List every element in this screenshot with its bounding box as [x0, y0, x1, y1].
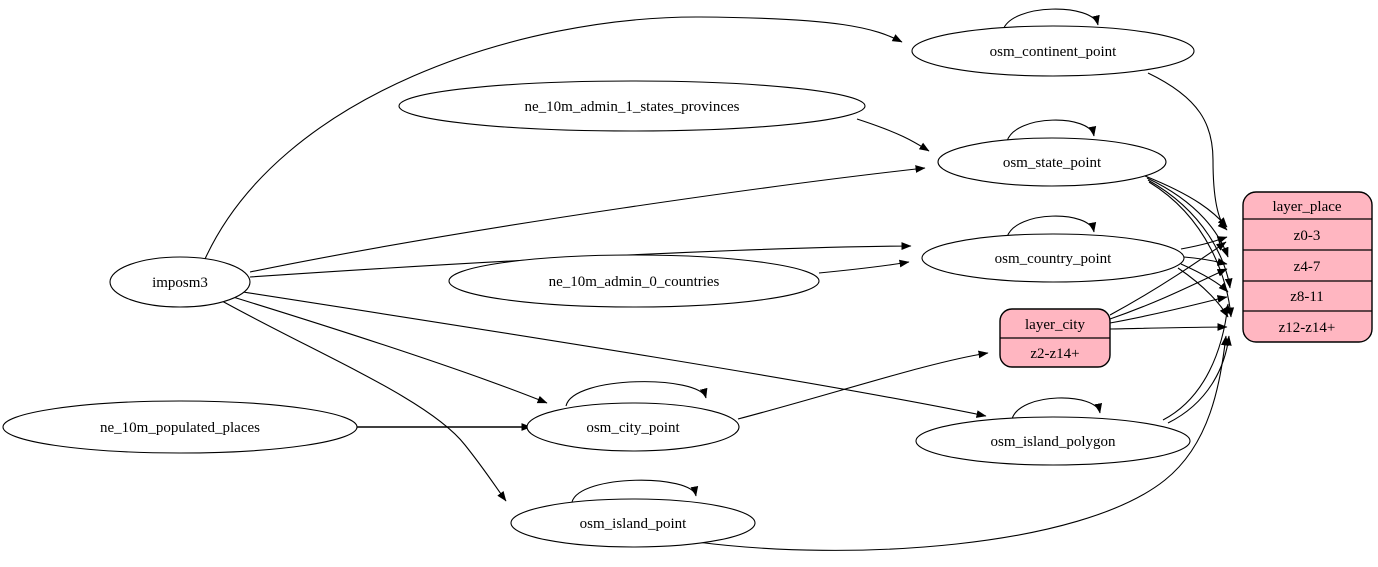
selfloop-osm_city_point — [565, 381, 708, 407]
node-ne_10m_admin_0_countries: ne_10m_admin_0_countries — [448, 254, 820, 308]
osm_city_point-label: osm_city_point — [586, 420, 680, 436]
edge-layer_city-layer_place-z8-11 — [1109, 295, 1228, 324]
imposm3-shape — [109, 256, 251, 308]
layer_city-row-z2-z14: z2-z14+ — [1030, 346, 1079, 362]
edge-layer_city-layer_place-z4-7 — [1109, 268, 1228, 320]
ne_10m_admin_1_states_provinces-label: ne_10m_admin_1_states_provinces — [525, 99, 740, 115]
selfloop-osm_island_polygon — [1011, 397, 1103, 420]
edge-osm_island_polygon-layer_place-z8-11 — [1162, 303, 1231, 421]
node-osm_continent_point: osm_continent_point — [911, 25, 1195, 77]
node-layer_place: layer_place z0-3 z4-7 z8-11 z12-z14+ — [1242, 191, 1373, 343]
edge-osm_country_point-layer_place-z0-3 — [1180, 236, 1228, 250]
selfloop-osm_country_point — [1006, 215, 1097, 238]
edge-imposm3-osm_island_polygon — [242, 291, 987, 418]
edge-osm_island_point-layer_place-z12-z14 — [696, 335, 1229, 551]
edge-osm_country_point-layer_place-z12-z14 — [1177, 267, 1229, 318]
ne_10m_admin_0_countries-shape — [448, 254, 820, 308]
layer_city-title: layer_city — [1025, 317, 1085, 333]
selfloop-osm_continent_point — [1002, 8, 1100, 31]
edge-osm_continent_point-layer_place-z0-3 — [1147, 72, 1228, 231]
edge-ne_10m_admin_1_states_provinces-osm_state_point — [856, 118, 930, 152]
osm_city_point-shape — [526, 402, 740, 452]
node-osm_country_point: osm_country_point — [921, 233, 1185, 283]
edge-imposm3-osm_state_point — [249, 165, 926, 273]
ne_10m_admin_1_states_provinces-shape — [398, 80, 866, 132]
edge-osm_island_polygon-layer_place-z12-z14 — [1167, 335, 1232, 424]
node-imposm3: imposm3 — [109, 256, 251, 308]
layer_place-row-z12-z14: z12-z14+ — [1279, 320, 1336, 336]
edge-osm_state_point-layer_place-z0-3 — [1144, 175, 1228, 228]
ne_10m_admin_0_countries-label: ne_10m_admin_0_countries — [549, 274, 720, 290]
imposm3-label: imposm3 — [152, 275, 208, 291]
edges — [204, 8, 1235, 551]
edge-imposm3-osm_island_point — [221, 300, 507, 502]
edge-osm_city_point-layer_city — [737, 350, 989, 420]
node-ne_10m_populated_places: ne_10m_populated_places — [2, 400, 358, 454]
osm_island_point-shape — [510, 498, 756, 548]
layer_place-title: layer_place — [1272, 199, 1341, 215]
osm_state_point-label: osm_state_point — [1003, 155, 1102, 171]
edge-imposm3-osm_continent_point — [204, 16, 903, 260]
layer_place-shape — [1242, 191, 1373, 343]
edge-imposm3-osm_city_point — [232, 296, 548, 404]
osm_country_point-shape — [921, 233, 1185, 283]
node-osm_island_point: osm_island_point — [510, 498, 756, 548]
edge-layer_city-layer_place-z12-z14 — [1109, 323, 1228, 331]
layer_place-row-z0-3: z0-3 — [1294, 228, 1321, 244]
layer_place-row-z8-11: z8-11 — [1290, 289, 1324, 305]
osm_state_point-shape — [937, 137, 1167, 187]
ne_10m_populated_places-shape — [2, 400, 358, 454]
edge-osm_country_point-layer_place-z4-7 — [1183, 256, 1228, 266]
layer_place-row-z4-7: z4-7 — [1294, 259, 1321, 275]
ne_10m_populated_places-label: ne_10m_populated_places — [100, 420, 260, 436]
osm_country_point-label: osm_country_point — [995, 251, 1112, 267]
selfloop-osm_state_point — [1006, 119, 1097, 142]
selfloop-osm_island_point — [571, 479, 699, 503]
edge-osm_country_point-layer_place-z8-11 — [1180, 263, 1229, 293]
osm_continent_point-shape — [911, 25, 1195, 77]
edge-layer_city-layer_place-z0-3 — [1109, 241, 1227, 316]
osm_island_polygon-label: osm_island_polygon — [990, 434, 1116, 450]
node-osm_island_polygon: osm_island_polygon — [915, 416, 1191, 466]
osm_continent_point-label: osm_continent_point — [990, 44, 1117, 60]
node-osm_state_point: osm_state_point — [937, 137, 1167, 187]
edge-osm_state_point-layer_place-z12-z14 — [1148, 181, 1235, 318]
node-layer_city: layer_city z2-z14+ — [999, 308, 1111, 368]
node-ne_10m_admin_1_states_provinces: ne_10m_admin_1_states_provinces — [398, 80, 866, 132]
osm_island_point-label: osm_island_point — [580, 516, 688, 532]
node-osm_city_point: osm_city_point — [526, 402, 740, 452]
edge-osm_state_point-layer_place-z8-11 — [1147, 179, 1233, 289]
edge-ne_10m_admin_0_countries-osm_country_point — [818, 259, 910, 274]
osm_island_polygon-shape — [915, 416, 1191, 466]
